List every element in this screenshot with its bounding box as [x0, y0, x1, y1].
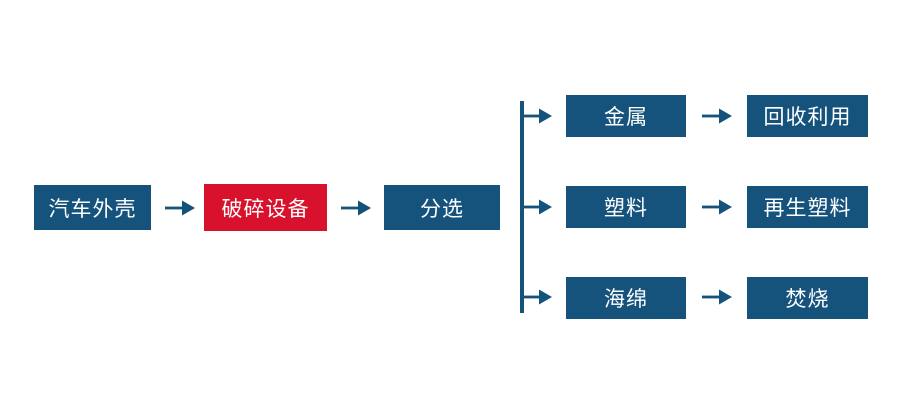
node-crusher: 破碎设备: [204, 184, 327, 231]
arrow-right-icon: [701, 197, 733, 217]
arrow-right-icon: [164, 198, 196, 218]
arrow-right-icon: [522, 197, 554, 217]
arrow-right-icon: [701, 287, 733, 307]
arrow-right-icon: [340, 198, 372, 218]
node-recycled-plastic: 再生塑料: [747, 186, 868, 228]
node-sponge: 海绵: [566, 277, 686, 319]
node-sorting: 分选: [384, 185, 500, 230]
node-car-shell: 汽车外壳: [34, 185, 151, 230]
node-recycle-reuse: 回收利用: [747, 95, 868, 137]
arrow-right-icon: [522, 106, 554, 126]
node-plastic: 塑料: [566, 186, 686, 228]
node-incineration: 焚烧: [747, 277, 868, 319]
node-metal: 金属: [566, 95, 686, 137]
arrow-right-icon: [701, 106, 733, 126]
arrow-right-icon: [522, 287, 554, 307]
